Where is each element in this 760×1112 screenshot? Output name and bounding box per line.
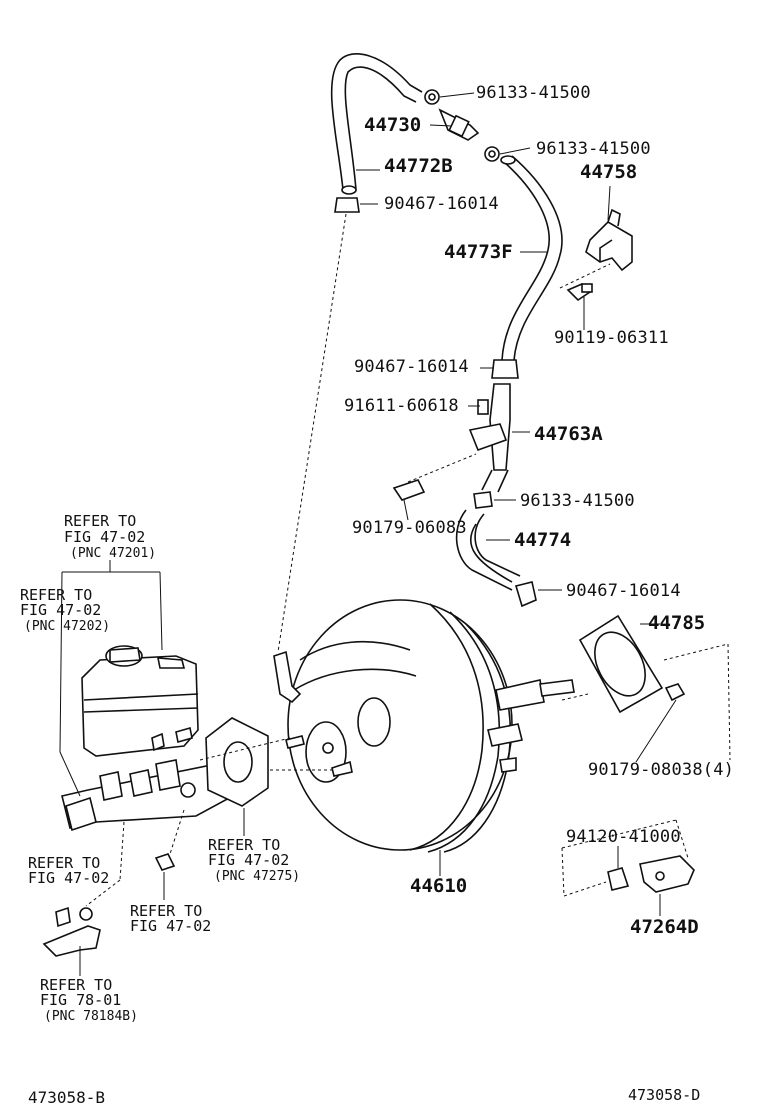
- fitting-91611: [477, 399, 489, 415]
- label-90467-b: 90467-16014: [354, 357, 469, 377]
- label-44758: 44758: [580, 161, 637, 183]
- ref-note-78184b: REFER TO FIG 78-01 (PNC 78184B): [40, 976, 138, 1024]
- nut-90179-08038: [664, 683, 686, 702]
- ref-note-47202: REFER TO FIG 47-02 (PNC 47202): [20, 586, 110, 634]
- ref-47202-line3: (PNC 47202): [24, 619, 110, 634]
- label-44763a: 44763A: [534, 423, 603, 445]
- nut-94120: [607, 867, 630, 891]
- clip-90467-c: [514, 581, 537, 608]
- label-96133-c: 96133-41500: [520, 491, 635, 511]
- ref-78184b-line2: FIG 78-01: [40, 991, 121, 1009]
- bracket-78184b: [42, 906, 101, 957]
- gasket-47275: [205, 717, 269, 807]
- part-labels: 96133-41500 44730 96133-41500 44772B 447…: [344, 83, 734, 938]
- ref-note-47275: REFER TO FIG 47-02 (PNC 47275): [208, 836, 300, 884]
- label-91611: 91611-60618: [344, 396, 459, 416]
- brake-booster-44610: [285, 599, 575, 853]
- hose-44772b: [330, 53, 423, 195]
- ref-47201-line1: REFER TO: [64, 512, 136, 530]
- label-90119: 90119-06311: [554, 328, 669, 348]
- ref-47275-line2: FIG 47-02: [208, 851, 289, 869]
- label-44610: 44610: [410, 875, 467, 897]
- bracket-44758: [585, 208, 633, 272]
- label-96133-b: 96133-41500: [536, 139, 651, 159]
- nut-47-02: [154, 853, 176, 871]
- ref-78184b-line1: REFER TO: [40, 976, 112, 994]
- label-94120: 94120-41000: [566, 827, 681, 847]
- ref-47202-line1: REFER TO: [20, 586, 92, 604]
- leader-lines: [59, 92, 677, 976]
- diagram-code-right: 473058-D: [628, 1086, 700, 1104]
- label-44785: 44785: [648, 612, 705, 634]
- clamp-96133-b: [484, 146, 500, 162]
- ref-note-47-02-left: REFER TO FIG 47-02: [28, 854, 109, 887]
- label-90179-08038: 90179-08038(4): [588, 760, 734, 780]
- ref-mid-line2: FIG 47-02: [130, 917, 211, 935]
- ref-78184b-line3: (PNC 78184B): [44, 1009, 138, 1024]
- hose-44773f: [500, 155, 563, 361]
- label-90179-06083: 90179-06083: [352, 518, 467, 538]
- ref-left-line2: FIG 47-02: [28, 869, 109, 887]
- bracket-47264d: [639, 855, 695, 893]
- clip-90179-06083: [392, 479, 426, 501]
- bolt-90119: [566, 283, 593, 302]
- label-44730: 44730: [364, 114, 421, 136]
- diagram-code-left: 473058-B: [28, 1088, 105, 1107]
- clip-90467-b: [491, 359, 519, 379]
- master-cylinder: [61, 645, 245, 832]
- label-96133-a: 96133-41500: [476, 83, 591, 103]
- label-47264d: 47264D: [630, 916, 699, 938]
- clip-90467-a: [334, 197, 360, 213]
- label-90467-a: 90467-16014: [384, 194, 499, 214]
- ref-note-47-02-mid: REFER TO FIG 47-02: [130, 902, 211, 935]
- clamp-96133-c: [473, 491, 493, 509]
- vacuum-elbow: [273, 650, 302, 704]
- ref-note-47201: REFER TO FIG 47-02 (PNC 47201): [64, 512, 156, 561]
- ref-47275-line3: (PNC 47275): [214, 869, 300, 884]
- clamp-96133-a: [424, 89, 440, 105]
- label-44774: 44774: [514, 529, 571, 551]
- label-44772b: 44772B: [384, 155, 453, 177]
- ref-47202-line2: FIG 47-02: [20, 601, 101, 619]
- check-valve-44763a: [468, 383, 511, 493]
- ref-47275-line1: REFER TO: [208, 836, 280, 854]
- ref-47201-line2: FIG 47-02: [64, 528, 145, 546]
- ref-mid-line1: REFER TO: [130, 902, 202, 920]
- gasket-44785: [578, 614, 664, 714]
- hose-44774: [455, 509, 521, 591]
- union-44730: [438, 108, 480, 141]
- label-90467-c: 90467-16014: [566, 581, 681, 601]
- ref-left-line1: REFER TO: [28, 854, 100, 872]
- dashed-lines: [85, 213, 731, 907]
- ref-47201-line3: (PNC 47201): [70, 546, 156, 561]
- label-44773f: 44773F: [444, 241, 513, 263]
